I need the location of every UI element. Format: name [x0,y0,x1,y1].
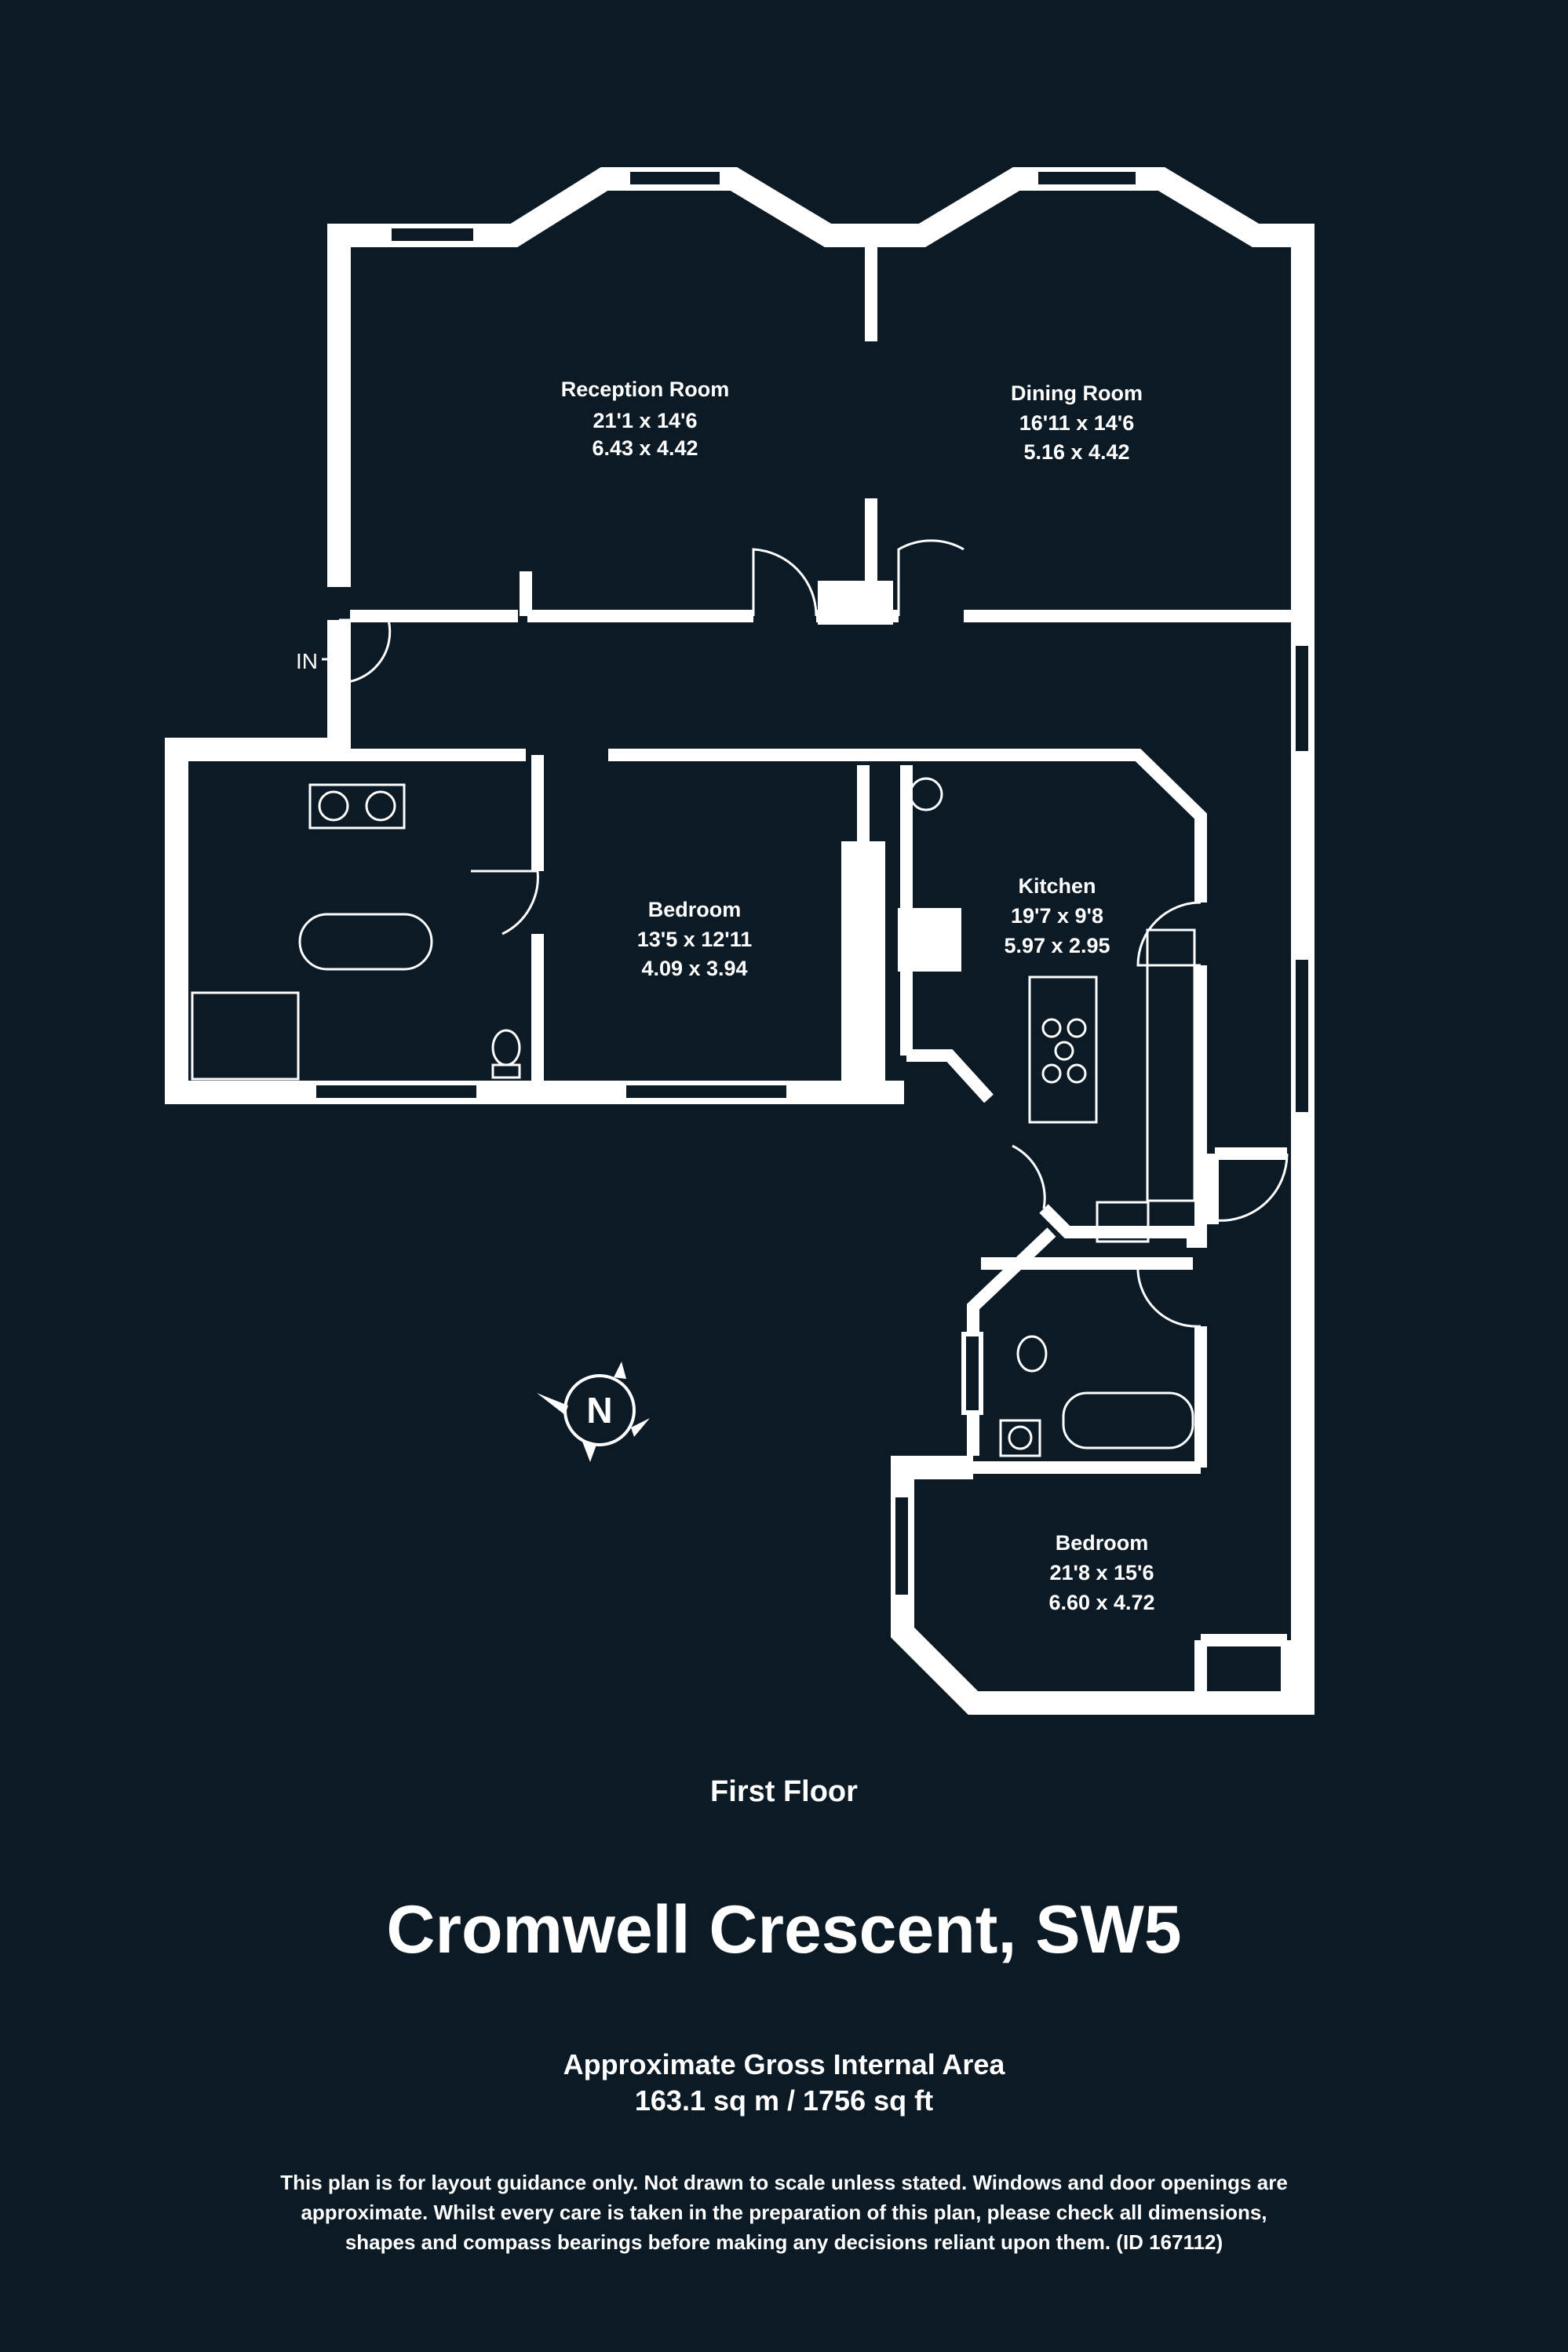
room-label-dining: Dining Room 16'11 x 14'6 5.16 x 4.42 [1011,381,1143,464]
room-label-reception: Reception Room 21'1 x 14'6 6.43 x 4.42 [561,377,730,460]
disclaimer-line: shapes and compass bearings before makin… [345,2230,1223,2254]
room-label-bedroom-1: Bedroom 13'5 x 12'11 4.09 x 3.94 [637,898,752,980]
compass-label: N [586,1390,612,1431]
windows [312,167,1313,1599]
room-dim-metric: 5.16 x 4.42 [1023,440,1129,464]
room-label-bedroom-2: Bedroom 21'8 x 15'6 6.60 x 4.72 [1048,1531,1154,1614]
area-value: 163.1 sq m / 1756 sq ft [634,2084,934,2117]
room-dim-imperial: 19'7 x 9'8 [1011,904,1103,928]
room-label-kitchen: Kitchen 19'7 x 9'8 5.97 x 2.95 [1004,874,1110,957]
room-dim-metric: 6.60 x 4.72 [1048,1591,1154,1614]
room-dim-metric: 5.97 x 2.95 [1004,934,1110,957]
room-name: Dining Room [1011,381,1143,405]
room-name: Reception Room [561,377,730,401]
area-label: Approximate Gross Internal Area [563,2048,1005,2080]
property-title: Cromwell Crescent, SW5 [386,1892,1182,1967]
floor-label: First Floor [710,1775,858,1808]
room-dim-metric: 4.09 x 3.94 [641,957,747,980]
room-name: Bedroom [1056,1531,1149,1555]
door-swings [338,539,1289,1328]
interior-walls [339,235,1293,1695]
room-dim-imperial: 21'8 x 15'6 [1050,1561,1154,1584]
room-dim-imperial: 16'11 x 14'6 [1019,411,1134,435]
compass: N [537,1362,650,1462]
room-dim-imperial: 21'1 x 14'6 [593,409,698,432]
disclaimer-line: This plan is for layout guidance only. N… [280,2171,1288,2194]
room-dim-imperial: 13'5 x 12'11 [637,928,752,951]
room-name: Bedroom [648,898,742,921]
disclaimer-line: approximate. Whilst every care is taken … [301,2201,1267,2224]
room-dim-metric: 6.43 x 4.42 [592,436,698,460]
entrance-marker: IN [296,649,349,673]
disclaimer: This plan is for layout guidance only. N… [0,2168,1568,2257]
room-name: Kitchen [1018,874,1096,898]
entrance-label: IN [296,649,318,673]
fixtures [191,777,1196,1457]
